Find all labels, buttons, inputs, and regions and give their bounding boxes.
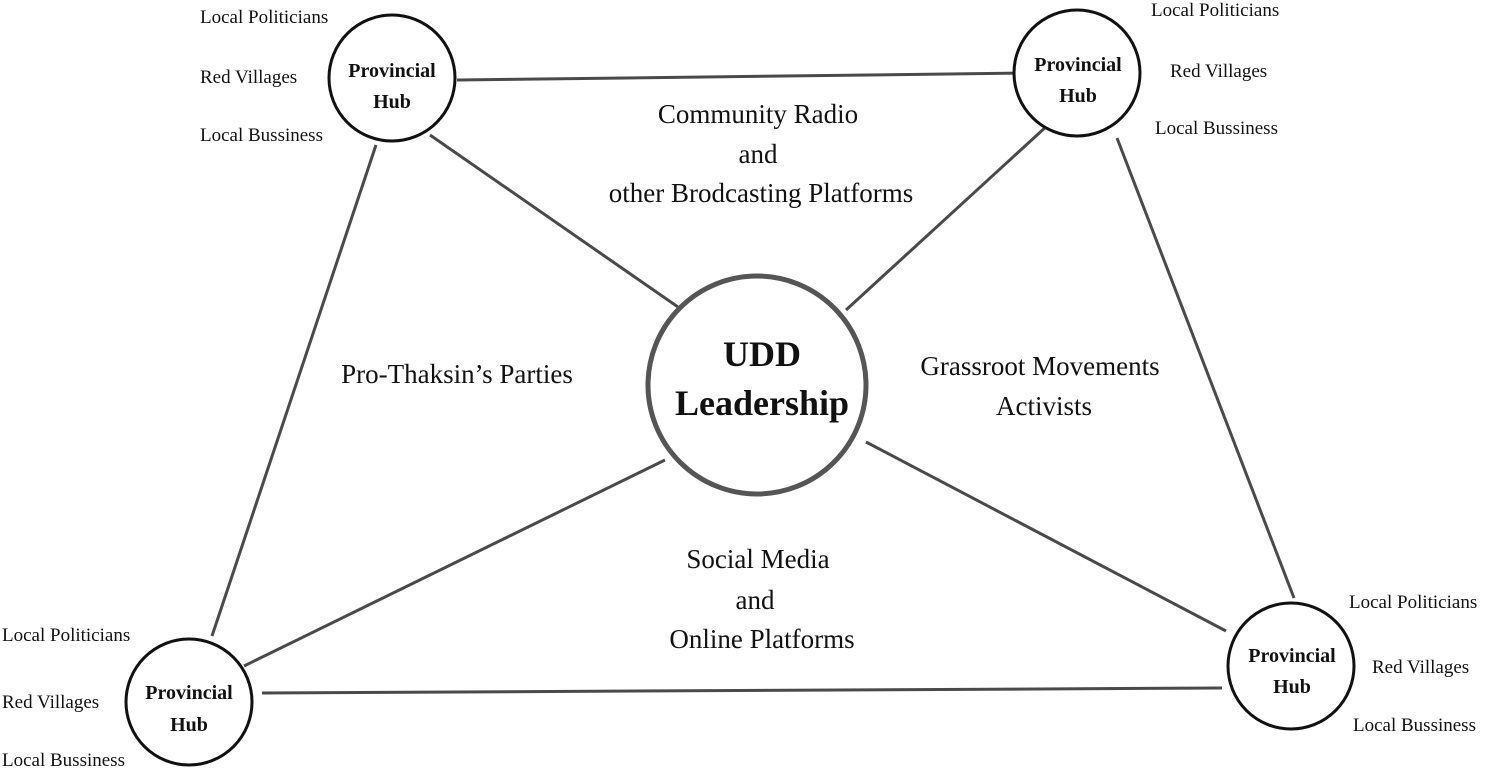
channel-right-line1: Grassroot Movements (920, 351, 1159, 381)
edge-top-right-to-bottom-right (1115, 137, 1296, 599)
hub-actor-politicians: Local Politicians (1349, 592, 1477, 613)
channel-bottom-line2: and (736, 585, 775, 615)
hub-actor-business: Local Bussiness (1155, 118, 1278, 139)
edges (210, 71, 1296, 695)
hub-label-line1: Provincial (1034, 54, 1122, 76)
edge-bottom-left-to-bottom-right (261, 686, 1223, 695)
center-title-line1: UDD (723, 334, 801, 374)
center-title-line2: Leadership (675, 383, 849, 423)
hub-circle (1226, 601, 1356, 731)
channel-top-line1: Community Radio (658, 99, 858, 129)
hub-actor-politicians: Local Politicians (1151, 0, 1279, 21)
hub-label-line2: Hub (1273, 676, 1311, 698)
channel-left: Pro-Thaksin’s Parties (341, 359, 573, 389)
hub-label-line2: Hub (1059, 85, 1097, 107)
hub-actor-villages: Red Villages (1170, 61, 1267, 82)
edge-center-to-top-left (429, 133, 679, 309)
hub-actor-business: Local Bussiness (200, 125, 323, 146)
hub-label-line1: Provincial (1248, 645, 1336, 667)
edge-center-to-bottom-left (243, 458, 666, 668)
edge-center-to-top-right (844, 123, 1050, 312)
hub-circle (1012, 8, 1142, 138)
channel-right-line2: Activists (996, 391, 1092, 421)
hub-top-right: Provincial Hub Local Politicians Red Vil… (1012, 0, 1279, 139)
hub-bottom-left: Provincial Hub Local Politicians Red Vil… (2, 625, 254, 769)
edge-center-to-bottom-right (865, 440, 1227, 633)
channel-left-line1: Pro-Thaksin’s Parties (341, 359, 573, 389)
hub-label-line2: Hub (373, 91, 411, 113)
hub-circle (124, 637, 254, 767)
hub-top-left: Provincial Hub Local Politicians Red Vil… (200, 7, 457, 146)
hub-actor-business: Local Bussiness (2, 750, 125, 769)
hub-actor-villages: Red Villages (200, 67, 297, 88)
channel-bottom: Social Media and Online Platforms (669, 544, 854, 654)
hub-actor-villages: Red Villages (2, 692, 99, 713)
hub-actor-business: Local Bussiness (1353, 715, 1476, 736)
channel-bottom-line3: Online Platforms (669, 624, 854, 654)
hub-bottom-right: Provincial Hub Local Politicians Red Vil… (1226, 592, 1477, 736)
channel-bottom-line1: Social Media (686, 544, 829, 574)
edge-top-left-to-top-right (456, 71, 1031, 82)
channel-right: Grassroot Movements Activists (920, 351, 1159, 421)
hub-label-line1: Provincial (348, 60, 436, 82)
center-circle (645, 273, 869, 497)
channel-top: Community Radio and other Brodcasting Pl… (609, 99, 913, 208)
channel-top-line2: and (739, 139, 778, 169)
hub-circle (327, 13, 457, 143)
hub-actor-politicians: Local Politicians (200, 7, 328, 28)
hub-label-line1: Provincial (145, 682, 233, 704)
hub-actor-politicians: Local Politicians (2, 625, 130, 646)
hub-actor-villages: Red Villages (1372, 657, 1469, 678)
edge-top-left-to-bottom-left (210, 144, 378, 637)
center-node: UDD Leadership (645, 273, 869, 497)
channel-top-line3: other Brodcasting Platforms (609, 178, 913, 208)
hub-label-line2: Hub (170, 714, 208, 736)
